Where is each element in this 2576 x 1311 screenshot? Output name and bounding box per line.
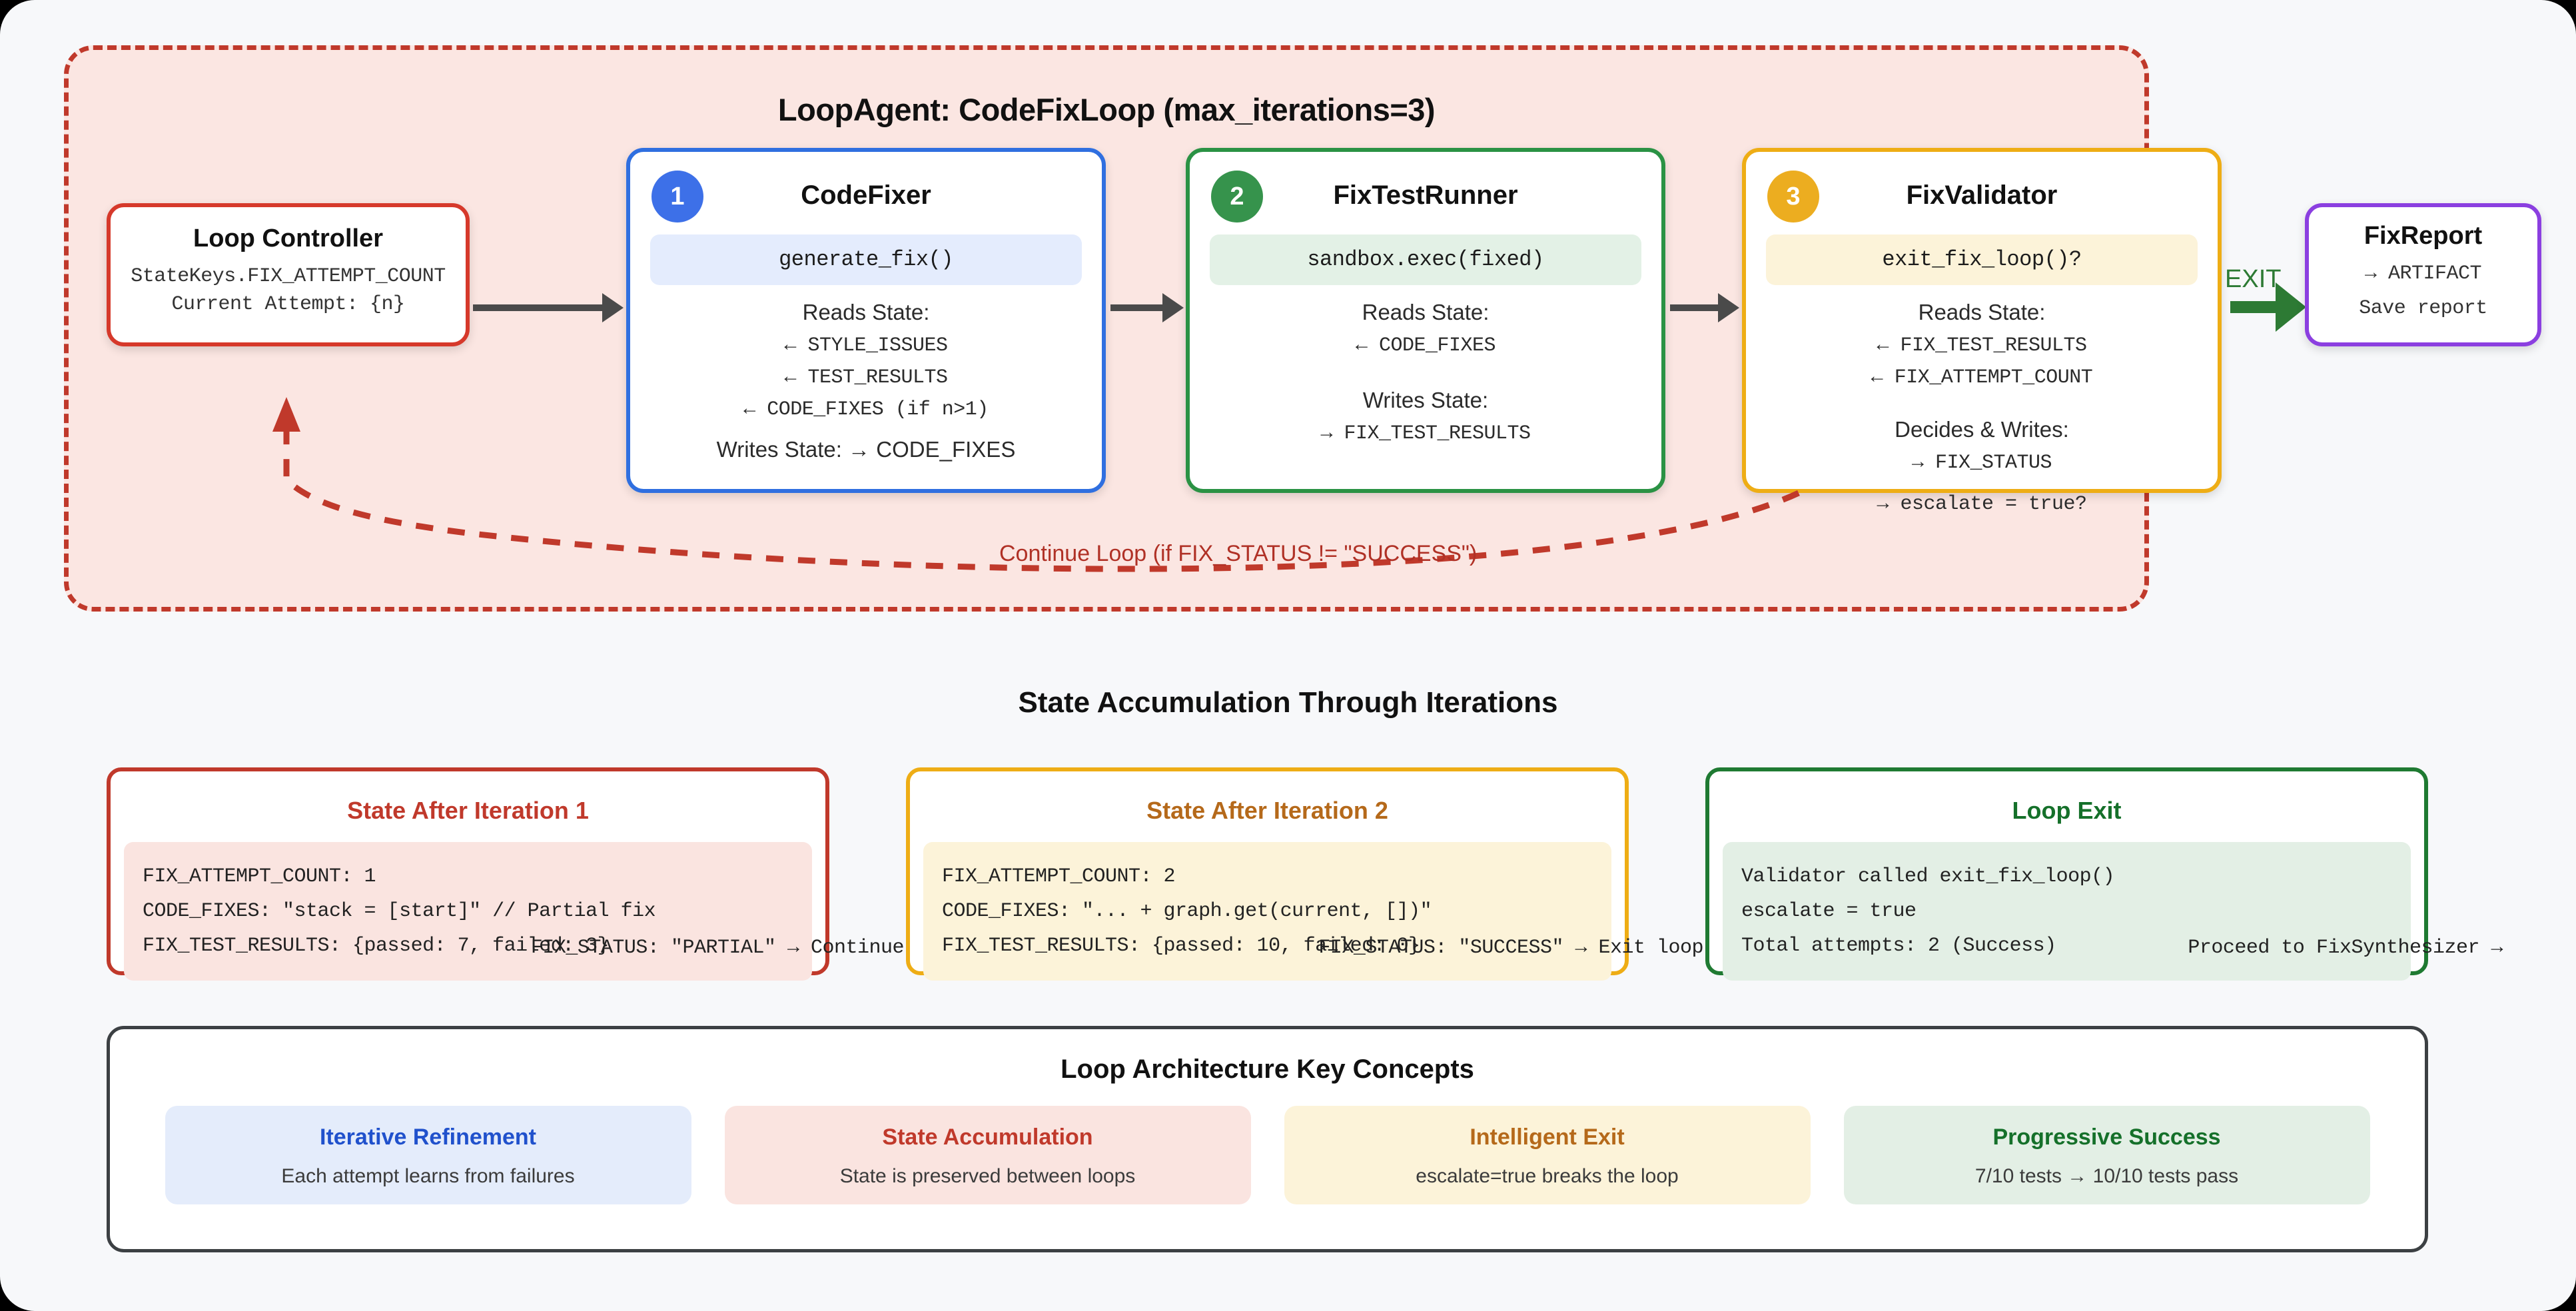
agent-header: 3 FixValidator <box>1766 169 2198 233</box>
fix-report-title: FixReport <box>2363 222 2483 250</box>
concept-title: Intelligent Exit <box>1470 1124 1625 1150</box>
state-section-heading: State Accumulation Through Iterations <box>1018 686 1558 719</box>
concept-card-intelligent-exit[interactable]: Intelligent Exit escalate=true breaks th… <box>1284 1106 1811 1204</box>
state-card-iteration-2[interactable]: State After Iteration 2 FIX_ATTEMPT_COUN… <box>906 767 1703 981</box>
agent-code-call-fixvalidator: exit_fix_loop()? <box>1766 234 2198 285</box>
reads-state-item: ← TEST_RESULTS <box>784 366 948 389</box>
loop-controller-node[interactable]: Loop Controller StateKeys.FIX_ATTEMPT_CO… <box>107 203 470 346</box>
writes-state-label: Writes State: → CODE_FIXES <box>716 437 1016 462</box>
state-card-body: Validator called exit_fix_loop() escalat… <box>1723 842 2411 981</box>
exit-label: EXIT <box>2225 265 2282 293</box>
step-badge-3: 3 <box>1767 171 1819 222</box>
agent-code-call-fixtestrunner: sandbox.exec(fixed) <box>1210 234 1641 285</box>
state-card-body: FIX_ATTEMPT_COUNT: 1 CODE_FIXES: "stack … <box>124 842 812 981</box>
concept-description: 7/10 tests → 10/10 tests pass <box>1974 1165 2239 1187</box>
concept-title: State Accumulation <box>882 1124 1093 1150</box>
concept-card-iterative-refinement[interactable]: Iterative Refinement Each attempt learns… <box>165 1106 691 1204</box>
agent-name-fixvalidator: FixValidator <box>1906 181 2058 210</box>
state-line: FIX_ATTEMPT_COUNT: 1 <box>143 865 376 888</box>
state-line: escalate = true <box>1741 900 1917 923</box>
arrow-controller-to-codefixer <box>473 293 624 322</box>
loop-controller-title: Loop Controller <box>193 224 383 252</box>
writes-state-item: → FIX_TEST_RESULTS <box>1320 422 1531 445</box>
writes-state-item: → FIX_STATUS <box>1911 452 2052 474</box>
state-card-loop-exit[interactable]: Loop Exit Validator called exit_fix_loop… <box>1705 767 2503 981</box>
key-concepts-title: Loop Architecture Key Concepts <box>1061 1055 1474 1084</box>
state-line: FIX_TEST_RESULTS: {passed: 7, failed: 3} <box>143 935 610 957</box>
key-concepts-row: Iterative Refinement Each attempt learns… <box>110 1106 2425 1204</box>
concept-card-state-accumulation[interactable]: State Accumulation State is preserved be… <box>724 1106 1251 1204</box>
state-line: CODE_FIXES: "... + graph.get(current, []… <box>942 900 1432 923</box>
writes-state-label: Writes State: <box>1362 388 1489 412</box>
state-card-title: State After Iteration 2 <box>1146 797 1388 824</box>
arrow-codefixer-to-fixtestrunner <box>1110 293 1184 322</box>
reads-state-item: ← STYLE_ISSUES <box>784 334 948 357</box>
concept-card-progressive-success[interactable]: Progressive Success 7/10 tests → 10/10 t… <box>1843 1106 2370 1204</box>
state-card-footer: Proceed to FixSynthesizer → <box>2188 937 2503 959</box>
state-card-footer: FIX_STATUS: "PARTIAL" → Continue <box>530 937 905 959</box>
agent-name-codefixer: CodeFixer <box>801 181 931 210</box>
arrow-exit-to-fixreport <box>2230 282 2306 332</box>
loop-controller-attempt: Current Attempt: {n} <box>171 293 405 316</box>
state-card-body: FIX_ATTEMPT_COUNT: 2 CODE_FIXES: "... + … <box>923 842 1611 981</box>
reads-state-label: Reads State: <box>1362 300 1490 324</box>
agent-code-call-codefixer: generate_fix() <box>650 234 1082 285</box>
concept-description: escalate=true breaks the loop <box>1416 1165 1679 1187</box>
reads-state-label: Reads State: <box>1918 300 2046 324</box>
arrow-fixtestrunner-to-fixvalidator <box>1670 293 1739 322</box>
state-line: CODE_FIXES: "stack = [start]" // Partial… <box>143 900 656 923</box>
reads-state-item: ← FIX_ATTEMPT_COUNT <box>1871 366 2093 389</box>
agent-header: 1 CodeFixer <box>650 169 1082 233</box>
continue-loop-label: Continue Loop (if FIX_STATUS != "SUCCESS… <box>999 541 1478 566</box>
fix-report-save: Save report <box>2359 297 2487 320</box>
state-line: FIX_TEST_RESULTS: {passed: 10, failed: 0… <box>942 935 1420 957</box>
reads-state-item: ← CODE_FIXES (if n>1) <box>743 398 989 421</box>
concept-description: Each attempt learns from failures <box>281 1165 575 1187</box>
agent-node-fixtestrunner[interactable]: 2 FixTestRunner sandbox.exec(fixed) Read… <box>1186 148 1665 493</box>
step-badge-2: 2 <box>1211 171 1263 222</box>
decides-writes-label: Decides & Writes: <box>1895 417 2069 442</box>
agent-name-fixtestrunner: FixTestRunner <box>1333 181 1518 210</box>
state-line: Total attempts: 2 (Success) <box>1741 935 2056 957</box>
fix-report-artifact: → ARTIFACT <box>2364 262 2482 285</box>
loop-agent-title: LoopAgent: CodeFixLoop (max_iterations=3… <box>777 92 1436 127</box>
step-badge-1: 1 <box>651 171 703 222</box>
state-card-iteration-1[interactable]: State After Iteration 1 FIX_ATTEMPT_COUN… <box>107 767 905 981</box>
reads-state-item: ← CODE_FIXES <box>1355 334 1496 357</box>
agent-node-codefixer[interactable]: 1 CodeFixer generate_fix() Reads State: … <box>626 148 1106 493</box>
concept-description: State is preserved between loops <box>839 1165 1136 1187</box>
fix-report-node[interactable]: FixReport → ARTIFACT Save report <box>2305 203 2541 346</box>
concept-title: Iterative Refinement <box>320 1124 536 1150</box>
concept-title: Progressive Success <box>1992 1124 2221 1150</box>
agent-node-fixvalidator[interactable]: 3 FixValidator exit_fix_loop()? Reads St… <box>1742 148 2222 516</box>
state-line: FIX_ATTEMPT_COUNT: 2 <box>942 865 1176 888</box>
state-card-footer: FIX_STATUS: "SUCCESS" → Exit loop <box>1318 937 1703 959</box>
key-concepts-panel: Loop Architecture Key Concepts Iterative… <box>107 1026 2428 1252</box>
state-card-title: State After Iteration 1 <box>347 797 589 824</box>
state-card-title: Loop Exit <box>2012 797 2122 824</box>
state-line: Validator called exit_fix_loop() <box>1741 865 2115 888</box>
loop-controller-statekey: StateKeys.FIX_ATTEMPT_COUNT <box>131 265 446 288</box>
escalate-flag-text: → escalate = true? <box>1877 493 2087 516</box>
agent-header: 2 FixTestRunner <box>1210 169 1641 233</box>
reads-state-label: Reads State: <box>802 300 930 324</box>
reads-state-item: ← FIX_TEST_RESULTS <box>1877 334 2087 357</box>
